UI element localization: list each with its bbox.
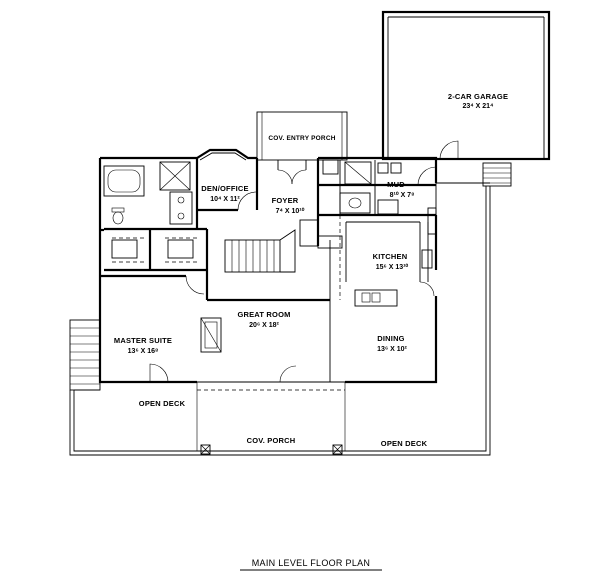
plan-title: MAIN LEVEL FLOOR PLAN	[240, 558, 382, 571]
master-bath	[100, 158, 209, 383]
open-deck-left-label: OPEN DECK	[139, 399, 186, 408]
entry-porch	[256, 111, 348, 161]
mud-size: 8¹⁰ X 7⁸	[390, 191, 415, 199]
deck-outline	[69, 162, 512, 456]
foyer-size: 7⁴ X 10¹⁰	[276, 207, 305, 215]
den-foyer-walls	[197, 158, 343, 302]
foyer-label: FOYER	[272, 196, 299, 205]
kitchen-label: KITCHEN	[373, 252, 408, 261]
entry-porch-label: COV. ENTRY PORCH	[268, 135, 335, 142]
kitchen	[339, 207, 437, 307]
garage-size: 23⁴ X 21⁴	[462, 103, 494, 110]
plan-title-text: MAIN LEVEL FLOOR PLAN	[252, 558, 371, 568]
dining-size: 13⁶ X 10²	[377, 346, 407, 353]
kitchen-size: 15⁶ X 13¹⁰	[376, 263, 409, 271]
great-room-label: GREAT ROOM	[237, 310, 290, 319]
room-labels: 2-CAR GARAGE 23⁴ X 21⁴ COV. ENTRY PORCH …	[114, 92, 508, 448]
master-label: MASTER SUITE	[114, 336, 172, 345]
garage	[381, 10, 551, 161]
great-room-size: 20⁶ X 18²	[249, 322, 279, 329]
great-room	[200, 240, 331, 383]
open-deck-right-label: OPEN DECK	[381, 439, 428, 448]
mud-room	[318, 159, 437, 217]
mud-label: MUD	[387, 180, 405, 189]
dining-label: DINING	[377, 334, 404, 343]
garage-label: 2-CAR GARAGE	[448, 92, 508, 101]
master-size: 13⁶ X 16⁸	[128, 348, 159, 355]
den-label: DEN/OFFICE	[201, 184, 248, 193]
covered-porch-label: COV. PORCH	[247, 436, 296, 445]
den-size: 10⁴ X 11²	[210, 196, 240, 203]
